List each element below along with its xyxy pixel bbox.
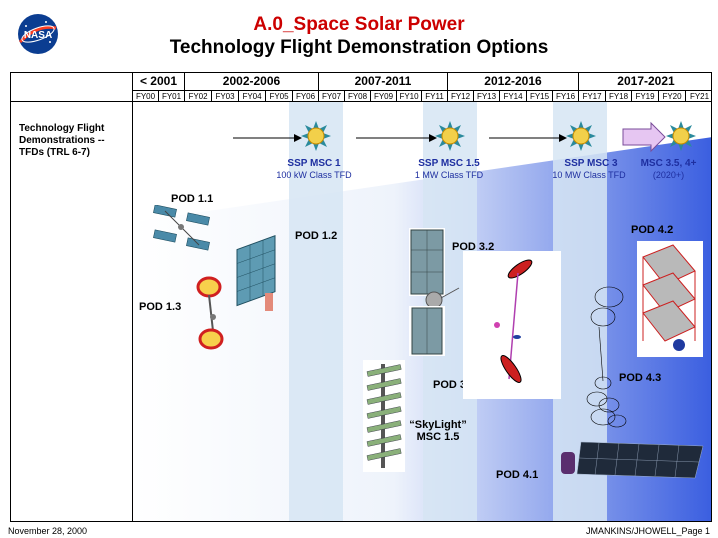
fy-cell: FY05 bbox=[266, 90, 293, 101]
fy-cell: FY13 bbox=[474, 90, 500, 101]
milestone-detail: 100 kW Class TFD bbox=[276, 170, 352, 180]
nasa-logo: NASA bbox=[16, 12, 60, 56]
sun-icon bbox=[566, 121, 596, 151]
sun-icon bbox=[666, 121, 696, 151]
pod-1-1-satellite bbox=[153, 205, 210, 251]
column-fy06 bbox=[289, 102, 343, 521]
pod-3-3-tether bbox=[463, 251, 561, 399]
fy-cell: FY16 bbox=[553, 90, 579, 101]
footer-date: November 28, 2000 bbox=[8, 526, 88, 536]
footer-credit: JMANKINS/JHOWELL_Page 1 bbox=[585, 526, 710, 536]
pod-1-3-dishes bbox=[196, 276, 224, 350]
skylight-panel bbox=[363, 360, 405, 472]
header-divider bbox=[11, 101, 711, 102]
fy-cell: FY08 bbox=[345, 90, 371, 101]
fy-cell: FY15 bbox=[527, 90, 553, 101]
milestone-label: MSC 3.5, 4+ bbox=[640, 158, 697, 169]
fy-cell: FY04 bbox=[239, 90, 266, 101]
left-divider bbox=[132, 73, 133, 521]
fy-cell: FY10 bbox=[397, 90, 422, 101]
fy-cell: FY14 bbox=[500, 90, 527, 101]
pod-label: POD 4.1 bbox=[496, 469, 539, 481]
pod-4-2-truss bbox=[637, 241, 703, 357]
row-label: Technology Flight Demonstrations -- TFDs… bbox=[19, 123, 105, 158]
fy-cell: FY18 bbox=[606, 90, 632, 101]
fy-cell: FY20 bbox=[659, 90, 686, 101]
milestone-detail: 1 MW Class TFD bbox=[414, 170, 484, 180]
fy-cell: FY11 bbox=[422, 90, 448, 101]
fy-cell: FY19 bbox=[632, 90, 659, 101]
period-header: 2012-2016 bbox=[448, 73, 579, 90]
pod-3-2-panels bbox=[409, 228, 460, 356]
milestone-label: SSP MSC 1.5 bbox=[418, 158, 480, 169]
pod-4-1-array bbox=[561, 441, 704, 479]
fy-cell: FY00 bbox=[133, 90, 159, 101]
pod-label: POD 1.3 bbox=[139, 301, 182, 313]
milestone-label: SSP MSC 1 bbox=[287, 158, 341, 169]
pod-label: POD 1.2 bbox=[295, 230, 338, 242]
skylight-label: “SkyLight” MSC 1.5 bbox=[403, 419, 473, 443]
fy-cell: FY09 bbox=[371, 90, 397, 101]
page-subtitle: Technology Flight Demonstration Options bbox=[169, 37, 549, 58]
svg-text:NASA: NASA bbox=[24, 30, 52, 41]
milestone-label: SSP MSC 3 bbox=[564, 158, 618, 169]
milestone-detail: (2020+) bbox=[652, 170, 685, 180]
fy-cell: FY17 bbox=[579, 90, 606, 101]
fy-cell: FY01 bbox=[159, 90, 185, 101]
milestone-arrows bbox=[233, 121, 666, 153]
pod-4-3-wireframe bbox=[586, 286, 627, 428]
sun-icon bbox=[435, 121, 465, 151]
period-header: < 2001 bbox=[133, 73, 185, 90]
fy-cell: FY03 bbox=[212, 90, 239, 101]
fy-cell: FY21 bbox=[686, 90, 711, 101]
pod-label: POD 3.2 bbox=[452, 241, 495, 253]
skylight-msc: MSC 1.5 bbox=[416, 431, 460, 443]
pod-1-2-array bbox=[236, 235, 276, 311]
pod-label: POD 4.2 bbox=[631, 224, 674, 236]
fy-cell: FY07 bbox=[319, 90, 345, 101]
sun-icon bbox=[301, 121, 331, 151]
period-header: 2007-2011 bbox=[319, 73, 448, 90]
fy-cell: FY06 bbox=[293, 90, 319, 101]
fy-cell: FY02 bbox=[185, 90, 212, 101]
skylight-name: “SkyLight” bbox=[409, 419, 467, 431]
fy-cell: FY12 bbox=[448, 90, 474, 101]
pod-label: POD 1.1 bbox=[171, 193, 214, 205]
timeline-frame: < 2001 2002-2006 2007-2011 2012-2016 201… bbox=[10, 72, 712, 522]
period-header: 2017-2021 bbox=[617, 74, 675, 88]
milestone-detail: 10 MW Class TFD bbox=[552, 170, 626, 180]
page-title: A.0_Space Solar Power bbox=[253, 14, 465, 35]
pod-label: POD 4.3 bbox=[619, 372, 662, 384]
period-header: 2002-2006 bbox=[185, 73, 319, 90]
